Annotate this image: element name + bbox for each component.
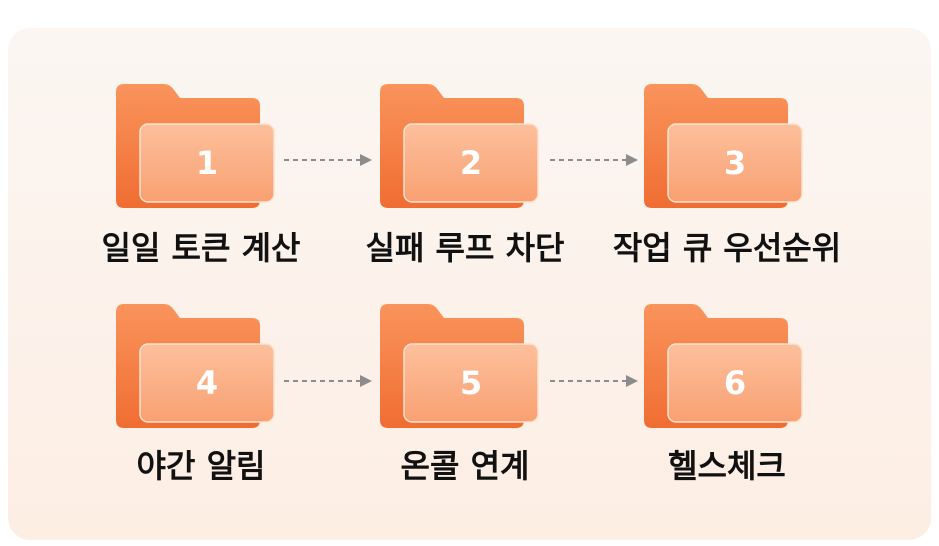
step-2: 2: [380, 84, 540, 212]
step-label: 일일 토큰 계산: [101, 229, 301, 267]
folder-icon: [380, 84, 539, 208]
folder-icon: [644, 84, 803, 208]
folder-icon: [116, 84, 275, 208]
step-number: 6: [723, 364, 747, 402]
step-label: 헬스체크: [668, 447, 786, 485]
folder-icon: [380, 304, 539, 428]
step-label: 작업 큐 우선순위: [612, 229, 842, 267]
dashed-arrow-icon: [550, 375, 638, 387]
folder-icon: [644, 304, 803, 428]
step-number: 1: [195, 144, 219, 182]
step-number: 2: [459, 144, 483, 182]
step-3: 3: [644, 84, 804, 212]
step-number: 5: [459, 364, 483, 402]
dashed-arrow-icon: [284, 154, 372, 166]
step-1: 1: [116, 84, 276, 212]
step-number: 4: [195, 364, 219, 402]
step-6: 6: [644, 304, 804, 432]
dashed-arrow-icon: [284, 375, 372, 387]
step-label: 야간 알림: [136, 447, 266, 485]
dashed-arrow-icon: [550, 154, 638, 166]
step-5: 5: [380, 304, 540, 432]
step-4: 4: [116, 304, 276, 432]
step-number: 3: [723, 144, 747, 182]
step-label: 실패 루프 차단: [365, 229, 565, 267]
folder-icon: [116, 304, 275, 428]
step-label: 온콜 연계: [400, 447, 530, 485]
